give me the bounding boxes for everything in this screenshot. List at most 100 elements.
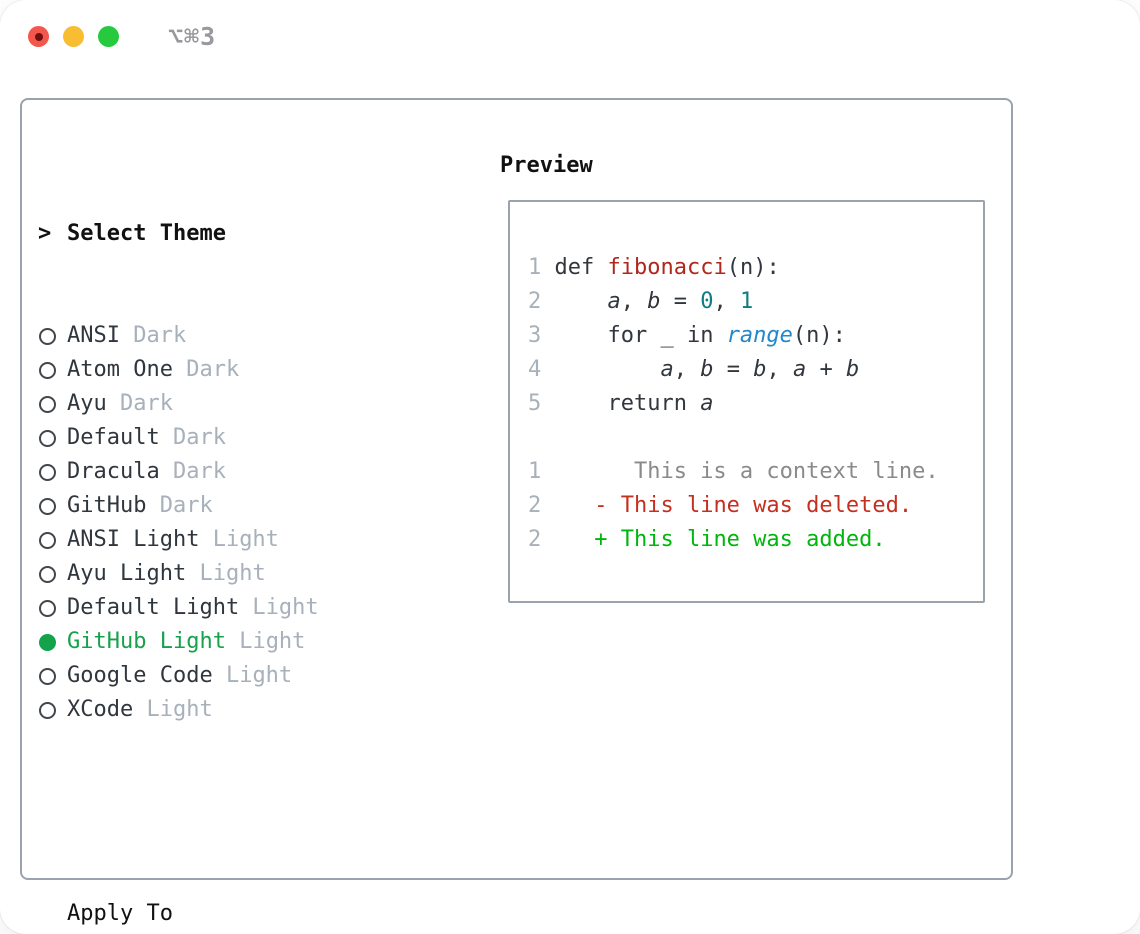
code-segment-text bbox=[555, 357, 661, 382]
picker-title-row: > Select Theme bbox=[38, 217, 409, 251]
radio-icon[interactable] bbox=[39, 600, 56, 617]
code-segment-builtin: range bbox=[726, 323, 793, 348]
theme-variant-badge: Dark bbox=[172, 357, 240, 382]
theme-variant-badge: Dark bbox=[159, 459, 226, 484]
radio-icon[interactable] bbox=[39, 532, 56, 549]
code-line bbox=[528, 421, 983, 455]
code-segment-ln: 3 bbox=[528, 323, 555, 348]
code-segment-var: a bbox=[700, 391, 714, 416]
theme-variant-badge: Light bbox=[199, 527, 279, 552]
radio-icon[interactable] bbox=[39, 430, 56, 447]
theme-name: Ayu bbox=[67, 391, 107, 416]
radio-icon[interactable] bbox=[39, 396, 56, 413]
code-segment-num: 0 bbox=[700, 289, 714, 314]
theme-variant-badge: Dark bbox=[159, 425, 226, 450]
theme-name: GitHub Light bbox=[67, 629, 226, 654]
code-segment-var: a bbox=[607, 289, 621, 314]
code-segment-text: , bbox=[620, 289, 648, 314]
code-segment-text bbox=[541, 493, 594, 518]
code-segment-text bbox=[541, 527, 594, 552]
code-segment-text: = bbox=[660, 289, 701, 314]
spacer bbox=[38, 795, 409, 829]
theme-variant-badge: Light bbox=[239, 595, 319, 620]
code-segment-var: a bbox=[660, 357, 674, 382]
keyboard-shortcut-label: ⌥⌘3 bbox=[168, 22, 217, 51]
code-segment-ln: 5 bbox=[528, 391, 555, 416]
code-segment-var: a bbox=[792, 357, 807, 382]
theme-name: GitHub bbox=[67, 493, 147, 518]
theme-option-atom-one[interactable]: Atom One Dark bbox=[38, 353, 409, 387]
radio-icon[interactable] bbox=[39, 328, 56, 345]
code-segment-ln: 2 bbox=[528, 493, 542, 518]
code-segment-text: for _ in bbox=[554, 323, 727, 348]
radio-icon[interactable] bbox=[39, 566, 56, 583]
theme-name: ANSI bbox=[67, 323, 120, 348]
code-segment-text: return bbox=[554, 391, 701, 416]
theme-option-default-light[interactable]: Default Light Light bbox=[38, 591, 409, 625]
radio-selected-icon[interactable] bbox=[39, 634, 56, 651]
theme-option-default[interactable]: Default Dark bbox=[38, 421, 409, 455]
theme-name: Default Light bbox=[67, 595, 240, 620]
apply-to-title: Apply To bbox=[67, 901, 173, 926]
code-segment-text bbox=[555, 289, 608, 314]
radio-icon[interactable] bbox=[39, 464, 56, 481]
theme-option-dracula[interactable]: Dracula Dark bbox=[38, 455, 409, 489]
radio-icon[interactable] bbox=[39, 702, 56, 719]
code-line: 2 - This line was deleted. bbox=[528, 489, 983, 523]
theme-variant-badge: Light bbox=[225, 629, 306, 654]
code-line: 2 a, b = 0, 1 bbox=[528, 285, 983, 319]
code-segment-text: (n): bbox=[726, 255, 780, 280]
picker-title: Select Theme bbox=[67, 221, 226, 246]
theme-name: Atom One bbox=[67, 357, 173, 382]
close-button[interactable] bbox=[28, 26, 49, 47]
theme-name: XCode bbox=[67, 697, 134, 722]
minimize-button[interactable] bbox=[63, 26, 84, 47]
code-line: 2 + This line was added. bbox=[528, 523, 983, 557]
theme-variant-badge: Light bbox=[133, 697, 213, 722]
theme-option-ayu[interactable]: Ayu Dark bbox=[38, 387, 409, 421]
titlebar-traffic-lights bbox=[28, 26, 119, 47]
theme-variant-badge: Dark bbox=[146, 493, 213, 518]
theme-variant-badge: Dark bbox=[119, 323, 187, 348]
code-segment-var: b bbox=[845, 357, 860, 382]
theme-variant-badge: Light bbox=[186, 561, 266, 586]
theme-variant-badge: Dark bbox=[106, 391, 173, 416]
code-segment-ln: 2 bbox=[528, 289, 555, 314]
theme-option-ansi[interactable]: ANSI Dark bbox=[38, 319, 409, 353]
theme-option-xcode[interactable]: XCode Light bbox=[38, 693, 409, 727]
theme-option-ansi-light[interactable]: ANSI Light Light bbox=[38, 523, 409, 557]
preview-title: Preview bbox=[500, 153, 593, 178]
theme-name: Google Code bbox=[67, 663, 213, 688]
code-segment-del: - This line was deleted. bbox=[594, 493, 913, 518]
radio-icon[interactable] bbox=[39, 668, 56, 685]
code-segment-func: fibonacci bbox=[607, 255, 727, 280]
theme-name: ANSI Light bbox=[67, 527, 200, 552]
theme-option-github-light[interactable]: GitHub Light Light bbox=[38, 625, 409, 659]
code-line: 3 for _ in range(n): bbox=[528, 319, 983, 353]
prompt-caret-icon: > bbox=[38, 221, 52, 246]
code-segment-text: = bbox=[713, 357, 754, 382]
radio-icon[interactable] bbox=[39, 498, 56, 515]
code-line: 1 def fibonacci(n): bbox=[528, 251, 983, 285]
code-segment-add: + This line was added. bbox=[594, 527, 886, 552]
theme-option-ayu-light[interactable]: Ayu Light Light bbox=[38, 557, 409, 591]
radio-icon[interactable] bbox=[39, 362, 56, 379]
code-segment-ln: 1 bbox=[528, 459, 542, 484]
theme-variant-badge: Light bbox=[212, 663, 293, 688]
code-segment-text: + bbox=[806, 357, 846, 382]
code-line: 1 This is a context line. bbox=[528, 455, 983, 489]
code-segment-text: , bbox=[713, 289, 740, 314]
theme-option-google-code[interactable]: Google Code Light bbox=[38, 659, 409, 693]
code-segment-text: , bbox=[766, 357, 793, 382]
theme-option-github[interactable]: GitHub Dark bbox=[38, 489, 409, 523]
code-line: 5 return a bbox=[528, 387, 983, 421]
code-segment-var: b bbox=[700, 357, 714, 382]
code-segment-ln: 2 bbox=[528, 527, 542, 552]
zoom-button[interactable] bbox=[98, 26, 119, 47]
theme-name: Ayu Light bbox=[67, 561, 187, 586]
